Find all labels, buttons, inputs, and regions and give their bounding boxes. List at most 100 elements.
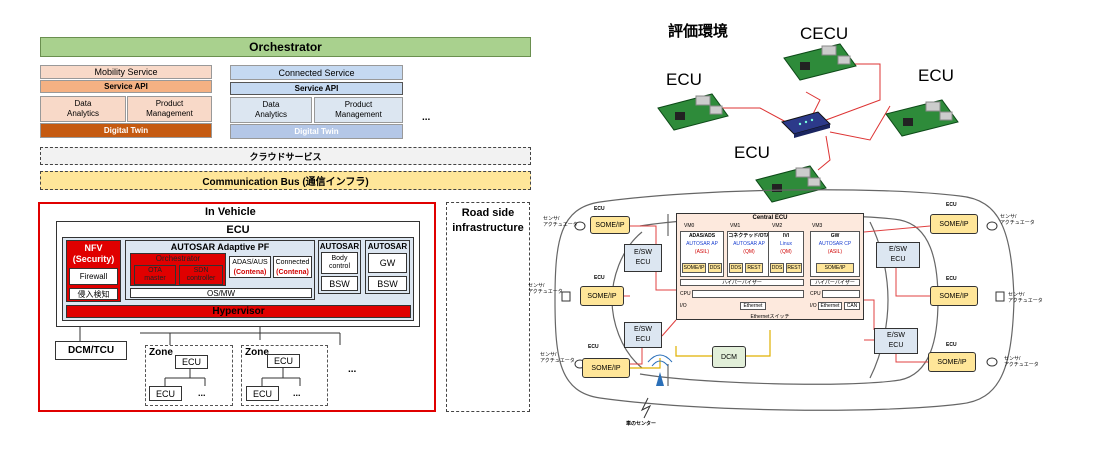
zone1-ecu-bottom: ECU — [149, 386, 182, 401]
ecu-label: ECU — [226, 224, 250, 236]
esw-ecu-fr: E/SW ECU — [876, 242, 920, 268]
vm-ivi-rest: REST — [786, 263, 802, 273]
sensor-mr-label: センサ/ アクチュエータ — [1008, 292, 1043, 304]
cpu-label-right: CPU — [810, 291, 821, 297]
vm-connect-dds: DDS — [729, 263, 743, 273]
vm-gw-os: AUTOSAR CP — [818, 240, 852, 247]
vm3-label: VM3 — [812, 223, 823, 229]
ecu-right-label: ECU — [918, 66, 954, 85]
sensor-rl-label: センサ/ アクチュエータ — [540, 352, 575, 364]
vehicle-center-label: 車のセンター — [626, 421, 657, 427]
adas-aus-contena: (Contena) — [233, 268, 267, 276]
cecu-label: CECU — [800, 24, 849, 43]
ecu-mr-label: ECU — [946, 276, 957, 282]
connected-data-analytics: Data Analytics — [230, 97, 312, 123]
bsw2-box: BSW — [368, 276, 407, 291]
vm-gw-level: (ASIL) — [827, 248, 843, 255]
vm-adas-someip: SOME/IP — [682, 263, 706, 273]
gw-box: GW — [368, 253, 407, 273]
services-ellipsis: ... — [422, 112, 431, 123]
connected-app-contena: (Contena) — [276, 268, 309, 276]
vm-adas-level: (ASIL) — [694, 248, 710, 255]
dcm-tcu-box: DCM/TCU — [55, 341, 127, 360]
orchestrator-app-label: Orchestrator — [155, 254, 201, 263]
can-box: CAN — [844, 302, 860, 310]
dcm-box: DCM — [712, 346, 746, 368]
zone2-ecu-top: ECU — [267, 354, 300, 368]
vm-connect-title: コネクテッド/OTA — [728, 233, 770, 239]
io-label-left: I/O — [680, 303, 687, 309]
ecu-fr-someip: SOME/IP — [930, 214, 978, 234]
ecu-left-board-icon — [657, 93, 729, 131]
hypervisor-bar-right: ハイパーバイザー — [810, 279, 860, 286]
communication-bus-bar: Communication Bus (通信インフラ) — [40, 171, 531, 190]
ecu-right-board-icon — [885, 99, 959, 137]
vm-ivi-os: Linux — [780, 240, 792, 247]
os-mw-bar: OS/MW — [130, 288, 312, 298]
orchestrator-bar: Orchestrator — [40, 37, 531, 57]
vm-adas-title: ADAS/ADS — [688, 232, 716, 239]
cpu-label-left: CPU — [680, 291, 691, 297]
connected-service-api: Service API — [230, 82, 403, 95]
ethernet-box-right: Ethernet — [818, 302, 842, 310]
ecu-left-label: ECU — [666, 70, 702, 89]
zone1-box — [145, 345, 233, 406]
firewall-box: Firewall — [69, 268, 118, 285]
vm-ivi-dds: DDS — [770, 263, 784, 273]
sensor-rr-label: センサ/ アクチュエータ — [1004, 356, 1039, 368]
hypervisor-bar-left: ハイパーバイザー — [680, 279, 804, 286]
ecu-fl-someip: SOME/IP — [590, 216, 630, 234]
cpu-cores-right — [822, 290, 860, 298]
ecu-rr-label: ECU — [946, 342, 957, 348]
nfv-label: NFV (Security) — [72, 243, 115, 264]
body-control-box: Body control — [321, 252, 358, 274]
sensor-fr-label: センサ/ アクチュエータ — [1000, 214, 1035, 226]
hypervisor-bar: Hypervisor — [66, 305, 411, 318]
sensor-fl-label: センサ/ アクチュエータ — [543, 216, 578, 228]
vm-adas-dds: DDS — [708, 263, 722, 273]
adas-aus-label: ADAS/AUS — [232, 258, 268, 266]
vm0-label: VM0 — [684, 223, 695, 229]
connected-app-box — [273, 256, 312, 278]
autosar-gw-label: AUTOSAR — [367, 241, 408, 251]
connected-digital-twin: Digital Twin — [230, 124, 403, 139]
ecu-rl-someip: SOME/IP — [582, 358, 630, 378]
zone2-ellipsis: ... — [293, 388, 301, 398]
sensor-ml-label: センサ/ アクチュエータ — [528, 283, 563, 295]
ecu-ml-label: ECU — [594, 275, 605, 281]
ethernet-switch-label: Ethernetスイッチ — [750, 314, 790, 320]
vm-gw-someip: SOME/IP — [816, 263, 854, 273]
in-vehicle-label: In Vehicle — [205, 206, 256, 218]
ecu-ml-someip: SOME/IP — [580, 286, 624, 306]
in-vehicle-frame — [38, 202, 436, 412]
network-switch-icon — [781, 111, 831, 138]
adas-aus-box — [229, 256, 271, 278]
vm-ivi-title: IVI — [782, 232, 790, 239]
zone1-label: Zone — [149, 347, 173, 358]
io-label-right: I/O — [810, 303, 817, 309]
ecu-fl-label: ECU — [594, 206, 605, 212]
ecu-mr-someip: SOME/IP — [930, 286, 978, 306]
zone2-ecu-bottom: ECU — [246, 386, 279, 401]
central-ecu-label: Central ECU — [752, 215, 788, 221]
mobility-digital-twin: Digital Twin — [40, 123, 212, 138]
connected-app-label: Connected — [275, 258, 310, 266]
ota-master-box: OTA master — [134, 265, 176, 285]
esw-ecu-rr: E/SW ECU — [874, 328, 918, 354]
vm1-label: VM1 — [730, 223, 741, 229]
ecu-fr-label: ECU — [946, 202, 957, 208]
zone1-ellipsis: ... — [198, 388, 206, 398]
mobility-service-api: Service API — [40, 80, 212, 93]
intrusion-detection-box: 侵入検知 — [69, 288, 118, 300]
antenna-icon — [640, 354, 673, 419]
ecu-rl-label: ECU — [588, 344, 599, 350]
zones-ellipsis: ... — [348, 364, 357, 375]
vm-ivi-level: (QM) — [780, 248, 792, 255]
bsw1-box: BSW — [321, 276, 358, 291]
zone1-ecu-top: ECU — [175, 355, 208, 369]
ecu-bottom-label: ECU — [734, 143, 770, 162]
ecu-rr-someip: SOME/IP — [928, 352, 976, 372]
vm-adas-os: AUTOSAR AP — [686, 240, 718, 247]
